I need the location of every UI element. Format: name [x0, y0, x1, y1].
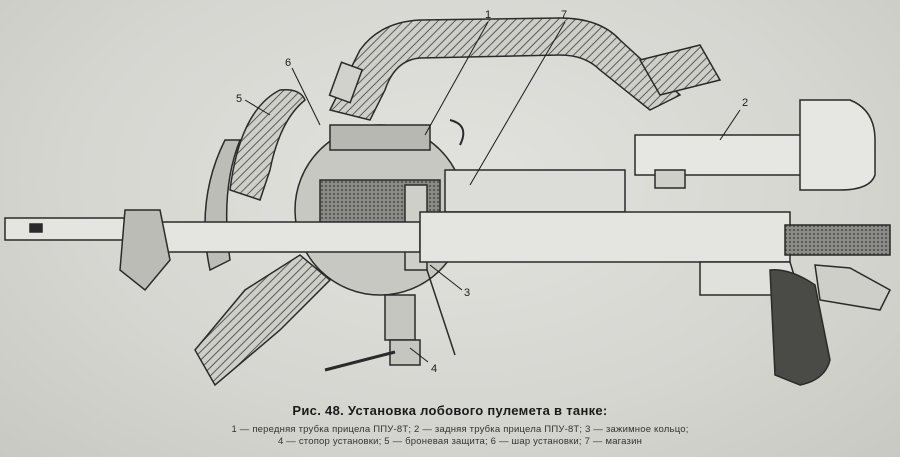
sight-front-tube: [328, 61, 465, 146]
callout-6: 6: [285, 57, 291, 69]
magazine: [444, 169, 626, 213]
pistol-grip: [699, 261, 891, 386]
callout-1: 1: [485, 9, 491, 21]
callout-3: 3: [464, 287, 470, 299]
front-bracket: [119, 209, 171, 292]
armor-hull-lower: [194, 254, 332, 387]
figure-caption-legend: 1 — передняя трубка прицела ППУ-8Т; 2 — …: [160, 424, 760, 448]
callout-leaders: [244, 21, 741, 363]
legend-line-2: 4 — стопор установки; 5 — броневая защит…: [277, 436, 643, 447]
figure-caption-title: Рис. 48. Установка лобового пулемета в т…: [292, 403, 608, 418]
callout-2: 2: [742, 97, 748, 109]
machine-gun-mount-drawing: 1 7 2 3 4 5 6: [4, 9, 891, 387]
callout-4: 4: [431, 363, 437, 375]
legend-line-1: 1 — передняя трубка прицела ППУ-8Т; 2 — …: [231, 424, 689, 435]
armor-hull-upper: [328, 17, 722, 121]
callout-7: 7: [561, 9, 567, 21]
callout-5: 5: [236, 93, 242, 105]
sight-rear-tube: [634, 99, 876, 191]
mount-stop: [324, 294, 421, 372]
ball-mount: [294, 124, 466, 296]
gun-barrel: [4, 211, 891, 263]
